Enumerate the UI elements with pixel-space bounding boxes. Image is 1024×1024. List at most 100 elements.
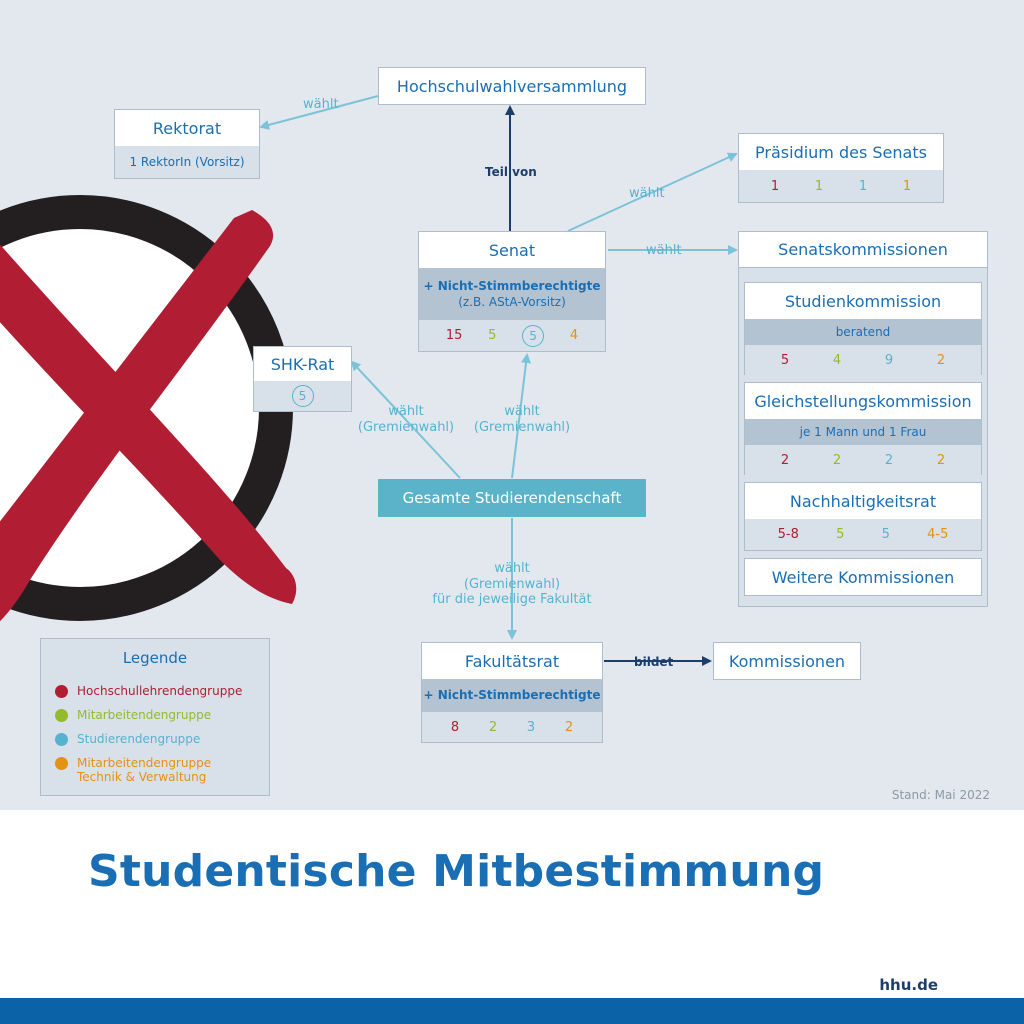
node-title: Senatskommissionen (739, 232, 987, 268)
node-title: SHK-Rat (270, 354, 335, 374)
edge-label: wählt (629, 186, 665, 201)
fakultaetsrat-note: + Nicht-Stimmberechtigte (422, 679, 602, 712)
edge-label-line: (Gremienwahl) (473, 419, 571, 435)
seat-studierende: 2 (884, 452, 894, 468)
node-praesidium: Präsidium des Senats 1 1 1 1 (738, 133, 944, 203)
note-line: (z.B. AStA-Vorsitz) (458, 295, 566, 309)
node-title: Rektorat (152, 118, 222, 138)
seat-technik-verwaltung: 2 (936, 452, 946, 468)
node-title: Kommissionen (728, 651, 846, 671)
seat-hochschullehrende: 15 (445, 328, 463, 343)
seat-studierende: 3 (526, 719, 536, 735)
seat-studierende: 1 (858, 178, 868, 194)
node-studienkommission: Studienkommission beratend 5 4 9 2 (744, 282, 982, 375)
seat-numbers: 8 2 3 2 (422, 712, 602, 742)
seat-mitarbeitende: 5 (836, 527, 845, 542)
node-rektorat: Rektorat 1 RektorIn (Vorsitz) (114, 109, 260, 179)
legend-item: Mitarbeitendengruppe Technik & Verwaltun… (55, 756, 211, 785)
legend-label: Mitarbeitendengruppe Technik & Verwaltun… (77, 756, 211, 785)
note-line: + Nicht-Stimmberechtigte (423, 278, 601, 293)
node-kommissionen: Kommissionen (713, 642, 861, 680)
node-nachhaltigkeitsrat: Nachhaltigkeitsrat 5-8 5 5 4-5 (744, 482, 982, 551)
hhu-link[interactable]: hhu.de (879, 976, 938, 994)
seat-technik-verwaltung: 4 (569, 328, 579, 343)
node-gleichstellungskommission: Gleichstellungskommission je 1 Mann und … (744, 382, 982, 475)
footer-bar (0, 998, 1024, 1024)
legend-label: Hochschullehrendengruppe (77, 684, 243, 698)
diagram-area: Hochschulwahlversammlung Rektorat 1 Rekt… (0, 0, 1024, 810)
node-title: Senat (488, 240, 536, 260)
seat-hochschullehrende: 5 (780, 352, 790, 368)
seat-technik-verwaltung: 1 (902, 178, 912, 194)
edge-label-line: (Gremienwahl) (463, 576, 561, 592)
node-title: Fakultätsrat (464, 651, 560, 671)
kommission-note: beratend (745, 319, 981, 345)
seat-numbers: 5 4 9 2 (745, 345, 981, 375)
seat-studierende: 9 (884, 352, 894, 368)
edge-waehlt-praesidium (567, 152, 738, 232)
legend-item: Mitarbeitendengruppe (55, 708, 211, 722)
edge-waehlt-senat (511, 353, 531, 479)
legend-dot-icon (55, 733, 68, 746)
senat-note: + Nicht-Stimmberechtigte (z.B. AStA-Vors… (419, 268, 605, 320)
legend-label-line: Mitarbeitendengruppe (77, 756, 212, 770)
edge-label-line: wählt (504, 404, 540, 419)
seat-numbers: 2 2 2 2 (745, 445, 981, 475)
seat-hochschullehrende: 2 (780, 452, 790, 468)
seat-mitarbeitende: 2 (832, 452, 842, 468)
legend-label: Mitarbeitendengruppe (77, 708, 212, 722)
node-hochschulwahlversammlung: Hochschulwahlversammlung (378, 67, 646, 105)
seat-technik-verwaltung: 2 (936, 352, 946, 368)
node-title: Weitere Kommissionen (771, 567, 955, 587)
note-line: + Nicht-Stimmberechtigte (423, 688, 601, 703)
edge-waehlt-shk (350, 360, 461, 479)
legend-dot-icon (55, 709, 68, 722)
seat-studierende: 5 (881, 527, 890, 542)
edge-label: bildet (634, 655, 674, 669)
edge-label-line: wählt (494, 561, 530, 576)
edge-label: wählt (303, 97, 339, 112)
stand-date: Stand: Mai 2022 (891, 788, 990, 802)
edge-label-shk: wählt (Gremienwahl) (356, 404, 456, 435)
edge-label: Teil von (485, 165, 537, 179)
legend-title: Legende (122, 649, 188, 667)
node-title: Studienkommission (784, 291, 942, 311)
edge-label-line: wählt (388, 404, 424, 419)
legend-dot-icon (55, 757, 68, 770)
legend-item: Studierendengruppe (55, 732, 200, 746)
legend-label-line: Technik & Verwaltung (77, 770, 207, 785)
seat-mitarbeitende: 1 (814, 178, 824, 194)
seat-hochschullehrende: 8 (450, 719, 460, 735)
seat-numbers: 5-8 5 5 4-5 (745, 519, 981, 550)
legend-item: Hochschullehrendengruppe (55, 684, 242, 698)
edge-waehlt-rektorat (259, 95, 379, 130)
node-title: Gleichstellungskommission (754, 391, 972, 411)
seat-hochschullehrende: 5-8 (777, 527, 799, 542)
edge-label-senat: wählt (Gremienwahl) (472, 404, 572, 435)
rektorat-vorsitz: 1 RektorIn (Vorsitz) (115, 146, 259, 178)
seat-technik-verwaltung: 2 (564, 719, 574, 735)
seat-studierende: 5 (291, 385, 314, 407)
node-fakultaetsrat: Fakultätsrat + Nicht-Stimmberechtigte 8 … (421, 642, 603, 743)
kommission-note: je 1 Mann und 1 Frau (745, 419, 981, 445)
node-senat: Senat + Nicht-Stimmberechtigte (z.B. ASt… (418, 231, 606, 352)
seat-mitarbeitende: 2 (488, 719, 498, 735)
edge-label-line: (Gremienwahl) (357, 419, 455, 435)
node-gesamte-studierendenschaft: Gesamte Studierendenschaft (378, 479, 646, 517)
legend-dot-icon (55, 685, 68, 698)
node-shk-rat: SHK-Rat 5 (253, 346, 352, 412)
legend: Legende Hochschullehrendengruppe Mitarbe… (40, 638, 270, 796)
ballot-cross-icon (0, 195, 297, 622)
seat-hochschullehrende: 1 (770, 178, 780, 194)
seat-studierende: 5 (522, 324, 545, 347)
edge-label-line: für die jeweilige Fakultät (432, 592, 592, 608)
seat-technik-verwaltung: 4-5 (927, 527, 949, 542)
node-title: Nachhaltigkeitsrat (789, 491, 937, 511)
page-title: Studentische Mitbestimmung (88, 846, 825, 897)
seat-numbers: 1 1 1 1 (739, 170, 943, 202)
edge-label: wählt (646, 243, 682, 258)
node-title: Präsidium des Senats (755, 142, 927, 162)
diagram-connectors (0, 95, 738, 666)
legend-label: Studierendengruppe (77, 732, 201, 746)
seat-mitarbeitende: 5 (488, 328, 497, 343)
